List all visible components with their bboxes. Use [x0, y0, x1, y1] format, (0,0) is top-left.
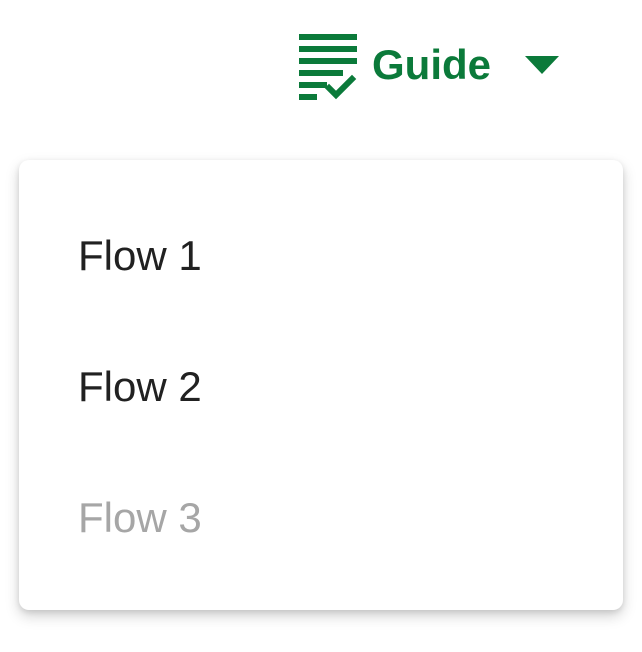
menu-item-flow-1[interactable]: Flow 1 [78, 232, 202, 279]
menu-item-flow-2[interactable]: Flow 2 [78, 363, 202, 410]
guide-checklist-icon [299, 34, 357, 100]
menu-item-flow-3: Flow 3 [78, 494, 202, 541]
flow-menu: Flow 1 Flow 2 Flow 3 [19, 160, 623, 610]
caret-down-icon [525, 56, 560, 74]
guide-dropdown-button[interactable]: Guide [296, 28, 560, 102]
guide-label: Guide [372, 41, 492, 88]
